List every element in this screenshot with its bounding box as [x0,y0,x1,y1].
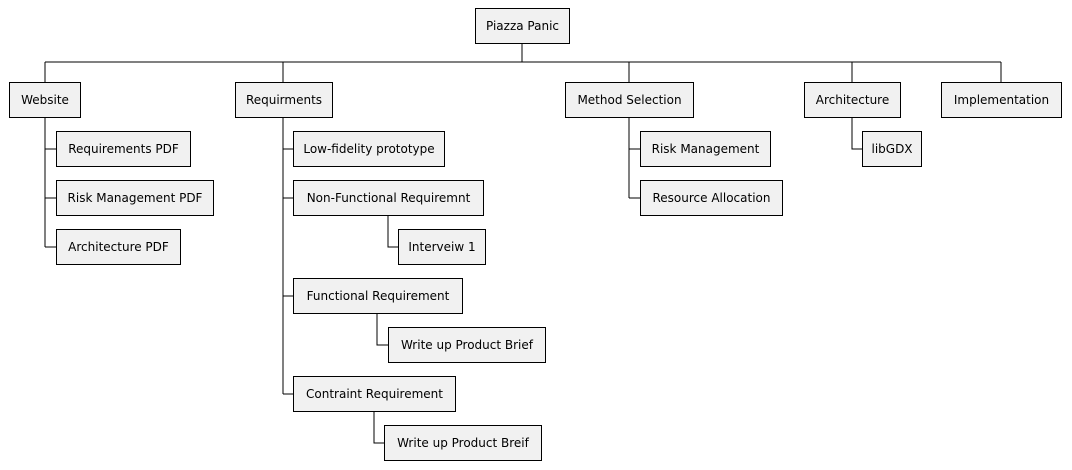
node-functional-requirement: Functional Requirement [293,278,463,314]
node-write-up-product-breif: Write up Product Breif [384,425,542,461]
node-non-functional-requirement: Non-Functional Requiremnt [293,180,484,216]
node-requirements-pdf: Requirements PDF [56,131,191,167]
node-architecture: Architecture [804,82,901,118]
node-implementation: Implementation [941,82,1062,118]
node-architecture-pdf: Architecture PDF [56,229,181,265]
node-low-fidelity-prototype: Low-fidelity prototype [293,131,445,167]
node-resource-allocation: Resource Allocation [640,180,783,216]
node-root: Piazza Panic [475,8,570,44]
node-write-up-product-brief: Write up Product Brief [388,327,546,363]
node-libgdx: libGDX [862,131,922,167]
node-method-selection: Method Selection [565,82,694,118]
node-risk-management-pdf: Risk Management PDF [56,180,214,216]
node-risk-management: Risk Management [640,131,771,167]
node-website: Website [9,82,81,118]
node-constraint-requirement: Contraint Requirement [293,376,456,412]
node-interview-1: Interveiw 1 [398,229,486,265]
node-requirments: Requirments [235,82,333,118]
